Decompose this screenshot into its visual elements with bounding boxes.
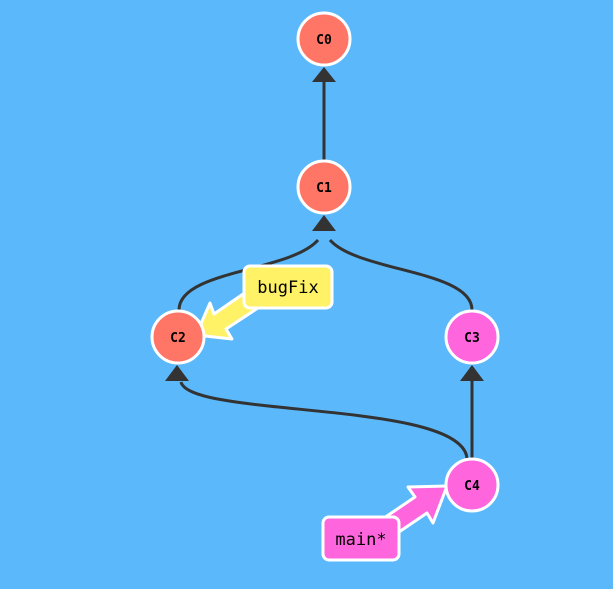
edges-layer — [165, 67, 484, 459]
commit-label-c4: C4 — [464, 479, 480, 494]
arrowhead-c3 — [460, 365, 484, 381]
commit-label-c3: C3 — [464, 331, 480, 346]
arrowhead-c1 — [312, 215, 336, 231]
edge-c3-c1 — [328, 238, 474, 311]
commit-circle-c1 — [296, 159, 352, 215]
branch-main[interactable]: main* — [321, 484, 449, 562]
commit-c3[interactable]: C3 — [444, 309, 500, 365]
commit-label-c0: C0 — [316, 33, 332, 48]
branch-label-main: main* — [335, 530, 386, 550]
commit-circle-c4 — [444, 457, 500, 513]
commit-circle-c0 — [296, 11, 352, 67]
arrowhead-c2 — [165, 365, 189, 381]
commit-circle-c3 — [444, 309, 500, 365]
branch-bugfix[interactable]: bugFix — [194, 264, 334, 341]
branch-box-bugfix[interactable] — [242, 264, 334, 310]
arrowhead-c0 — [312, 67, 336, 82]
branch-label-bugfix: bugFix — [257, 278, 318, 298]
commit-c4[interactable]: C4 — [444, 457, 500, 513]
commit-label-c1: C1 — [316, 181, 332, 196]
branch-box-main[interactable] — [321, 515, 401, 562]
edge-c4-c2 — [179, 381, 469, 459]
commit-label-c2: C2 — [170, 331, 186, 346]
commit-c1[interactable]: C1 — [296, 159, 352, 215]
commit-circle-c2 — [150, 309, 206, 365]
edge-c2-c1 — [177, 238, 320, 311]
commit-c2[interactable]: C2 — [150, 309, 206, 365]
commit-c0[interactable]: C0 — [296, 11, 352, 67]
